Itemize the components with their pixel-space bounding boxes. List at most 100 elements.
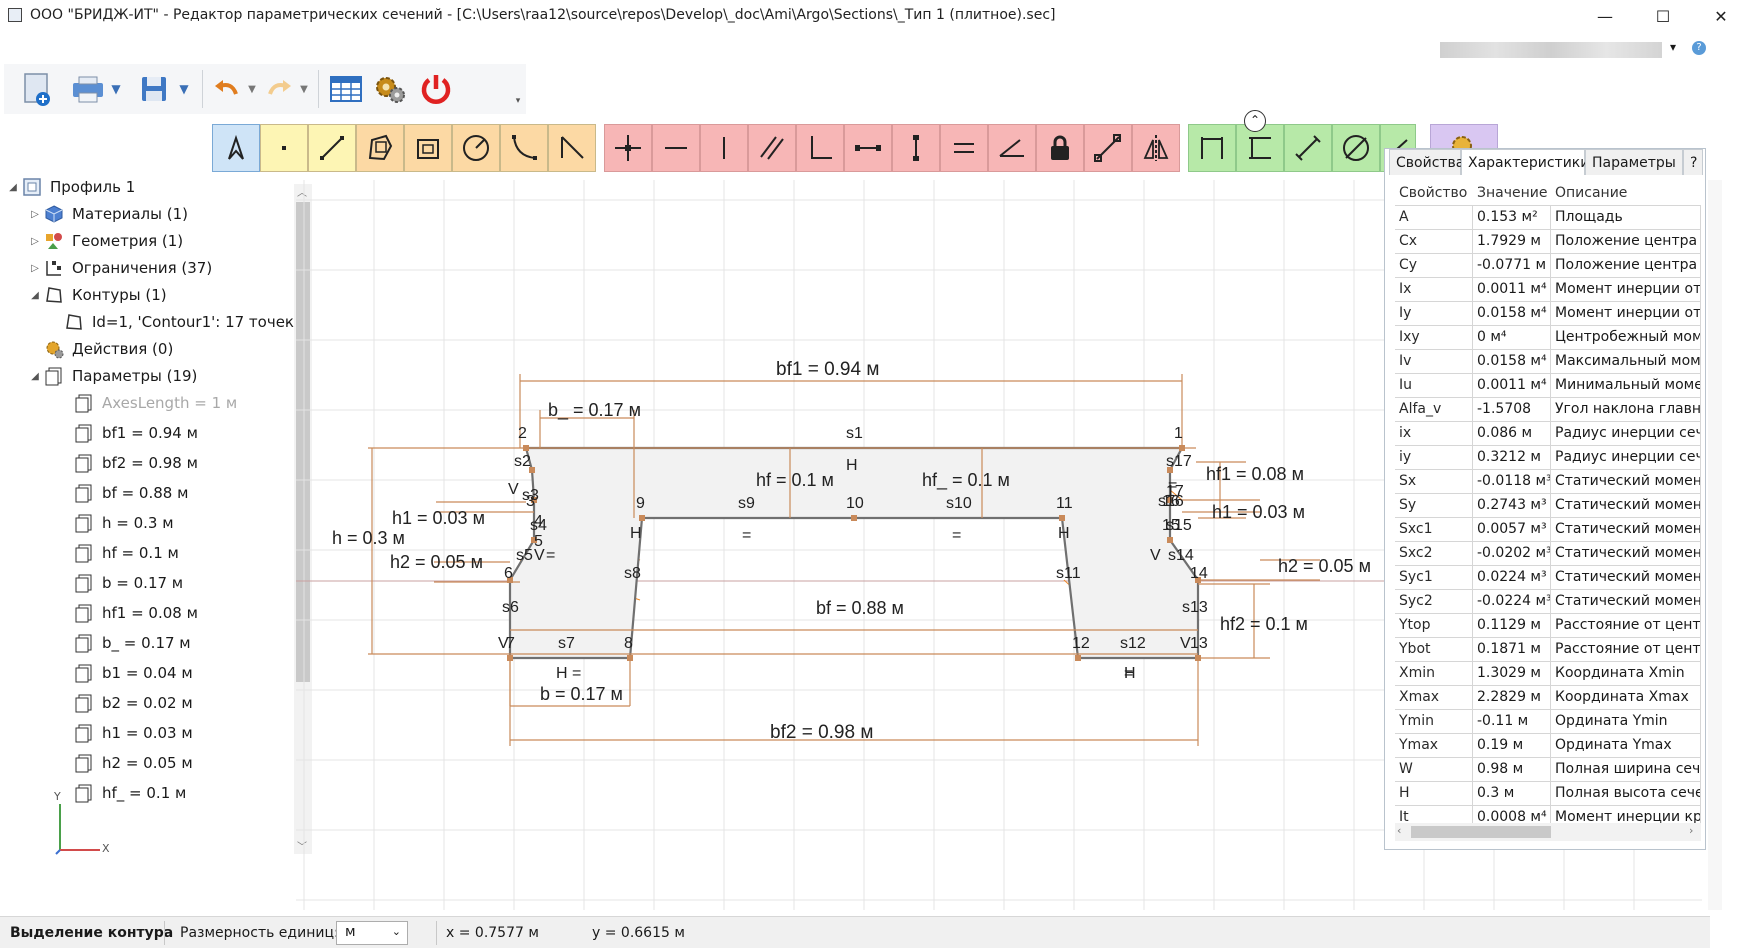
tree-param-item[interactable]: b1 = 0.04 м xyxy=(72,659,193,687)
arc-tool-button[interactable] xyxy=(500,124,548,172)
tree-contour-item[interactable]: Id=1, 'Contour1': 17 точек xyxy=(62,308,294,336)
header-description[interactable]: Описание xyxy=(1555,185,1628,201)
tree-materials[interactable]: ▷ Материалы (1) xyxy=(28,200,188,228)
minimize-button[interactable]: — xyxy=(1597,6,1613,26)
tree-param-item[interactable]: h1 = 0.03 м xyxy=(72,719,193,747)
user-account-blurred[interactable] xyxy=(1440,42,1662,58)
cell-value[interactable]: 0.3 м xyxy=(1473,781,1551,805)
equal-constraint-button[interactable] xyxy=(940,124,988,172)
maximize-button[interactable]: ☐ xyxy=(1655,6,1671,26)
cell-value[interactable]: 0.0158 м⁴ xyxy=(1473,349,1551,373)
cell-value[interactable]: 0.0011 м⁴ xyxy=(1473,277,1551,301)
tree-param-item[interactable]: b_ = 0.17 м xyxy=(72,629,191,657)
tree-geometry[interactable]: ▷ Геометрия (1) xyxy=(28,227,183,255)
cell-value[interactable]: 0.98 м xyxy=(1473,757,1551,781)
cell-value[interactable]: 0.3212 м xyxy=(1473,445,1551,469)
tree-actions[interactable]: Действия (0) xyxy=(42,335,173,363)
save-button[interactable] xyxy=(134,68,174,110)
horizontal-size-button[interactable] xyxy=(1188,124,1236,172)
exit-button[interactable] xyxy=(414,68,458,110)
collapse-arrow-icon[interactable]: ◢ xyxy=(31,289,39,301)
horizontal-distance-button[interactable] xyxy=(844,124,892,172)
lock-button[interactable] xyxy=(1036,124,1084,172)
tree-param-item[interactable]: bf2 = 0.98 м xyxy=(72,449,198,477)
tree-param-item[interactable]: b = 0.17 м xyxy=(72,569,183,597)
tree-param-item[interactable]: bf1 = 0.94 м xyxy=(72,419,198,447)
cell-value[interactable]: -1.5708 xyxy=(1473,397,1551,421)
print-button[interactable] xyxy=(68,68,108,110)
section-contour[interactable] xyxy=(508,446,1200,660)
cell-value[interactable]: 1.7929 м xyxy=(1473,229,1551,253)
cell-value[interactable]: 0.086 м xyxy=(1473,421,1551,445)
cell-value[interactable]: 0 м⁴ xyxy=(1473,325,1551,349)
toolbar-overflow-icon[interactable]: ▾ xyxy=(515,96,521,106)
symmetry-constraint-button[interactable] xyxy=(1132,124,1180,172)
tree-param-item[interactable]: AxesLength = 1 м xyxy=(72,389,237,417)
coincident-constraint-button[interactable] xyxy=(1084,124,1132,172)
tree-constraints[interactable]: ▷ Ограничения (37) xyxy=(28,254,212,282)
tree-param-item[interactable]: hf1 = 0.08 м xyxy=(72,599,198,627)
close-button[interactable]: ✕ xyxy=(1714,6,1728,26)
tab-help[interactable]: ? xyxy=(1683,149,1703,175)
save-dropdown-icon[interactable]: ▼ xyxy=(179,82,189,96)
expand-arrow-icon[interactable]: ▷ xyxy=(31,262,39,274)
print-dropdown-icon[interactable]: ▼ xyxy=(111,82,121,96)
chamfer-tool-button[interactable] xyxy=(548,124,596,172)
tab-parameters[interactable]: Параметры xyxy=(1585,149,1683,175)
header-value[interactable]: Значение xyxy=(1477,185,1548,201)
tree-parameters[interactable]: ◢ Параметры (19) xyxy=(28,362,197,390)
cell-value[interactable]: 0.0158 м⁴ xyxy=(1473,301,1551,325)
cell-value[interactable]: 0.0011 м⁴ xyxy=(1473,373,1551,397)
cell-value[interactable]: -0.0224 м³ xyxy=(1473,589,1551,613)
table-hscrollbar[interactable]: ‹ › xyxy=(1395,823,1701,841)
tree-scroll-thumb[interactable] xyxy=(296,202,310,682)
line-tool-button[interactable] xyxy=(308,124,356,172)
aligned-size-button[interactable] xyxy=(1284,124,1332,172)
polyline-tool-button[interactable] xyxy=(356,124,404,172)
tree-param-item[interactable]: bf = 0.88 м xyxy=(72,479,188,507)
canvas-vscrollbar[interactable] xyxy=(1708,180,1722,910)
scroll-right-icon[interactable]: › xyxy=(1689,824,1694,837)
tree-scrollbar[interactable]: ︿ ﹀ xyxy=(294,184,312,854)
diameter-size-button[interactable] xyxy=(1332,124,1380,172)
cell-value[interactable]: -0.0202 м³ xyxy=(1473,541,1551,565)
cell-value[interactable]: 0.1871 м xyxy=(1473,637,1551,661)
tree-param-item[interactable]: hf = 0.1 м xyxy=(72,539,179,567)
vertical-size-button[interactable] xyxy=(1236,124,1284,172)
cell-value[interactable]: -0.0771 м xyxy=(1473,253,1551,277)
tab-properties[interactable]: Свойства xyxy=(1389,149,1464,175)
cell-value[interactable]: 0.0008 м⁴ xyxy=(1473,805,1551,829)
settings-button[interactable] xyxy=(370,68,410,110)
collapse-arrow-icon[interactable]: ◢ xyxy=(31,370,39,382)
table-button[interactable] xyxy=(326,68,366,110)
tab-characteristics[interactable]: Характеристики xyxy=(1461,149,1589,175)
tree-param-item[interactable]: h = 0.3 м xyxy=(72,509,174,537)
fix-point-button[interactable] xyxy=(604,124,652,172)
vertical-distance-button[interactable] xyxy=(892,124,940,172)
cell-value[interactable]: 0.0057 м³ xyxy=(1473,517,1551,541)
cell-value[interactable]: -0.0118 м³ xyxy=(1473,469,1551,493)
redo-dropdown-icon[interactable]: ▼ xyxy=(300,83,308,95)
cell-value[interactable]: 1.3029 м xyxy=(1473,661,1551,685)
